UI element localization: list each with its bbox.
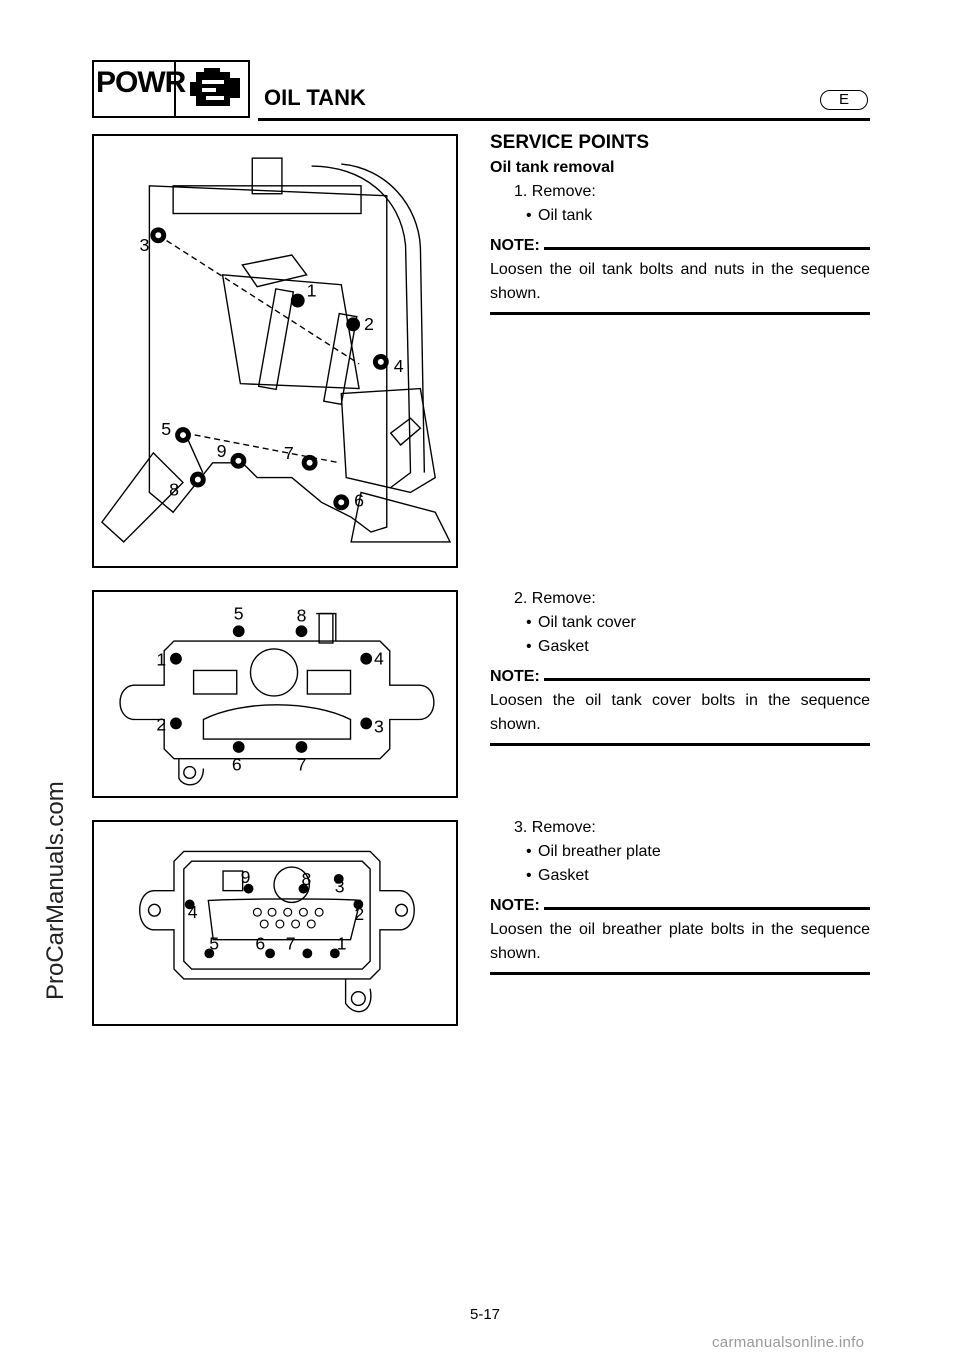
sub-heading: Oil tank removal bbox=[490, 159, 615, 176]
note-rule bbox=[543, 677, 870, 681]
note-end-rule bbox=[490, 312, 870, 315]
callout-8: 8 bbox=[297, 605, 307, 625]
callout-1: 1 bbox=[156, 650, 166, 670]
note-header: NOTE: bbox=[490, 234, 870, 258]
step-label: 2. Remove: bbox=[514, 590, 596, 607]
side-watermark: ProCarManuals.com bbox=[42, 781, 69, 1000]
section-heading: SERVICE POINTS bbox=[490, 132, 650, 153]
callout-4: 4 bbox=[188, 902, 198, 922]
note-header: NOTE: bbox=[490, 894, 870, 918]
bottom-watermark: carmanualsonline.info bbox=[712, 1334, 865, 1351]
note-header: NOTE: bbox=[490, 665, 870, 689]
note-end-rule bbox=[490, 972, 870, 975]
engine-icon bbox=[186, 66, 244, 112]
callout-9: 9 bbox=[217, 441, 227, 461]
callout-1: 1 bbox=[337, 933, 347, 953]
step-label: 3. Remove: bbox=[514, 819, 596, 836]
note-rule bbox=[543, 246, 870, 250]
callout-5: 5 bbox=[161, 419, 171, 439]
callout-4: 4 bbox=[394, 356, 404, 376]
list-item: Oil breather plate bbox=[490, 840, 870, 864]
figure-oil-breather-plate: 1 2 3 4 5 6 7 8 9 bbox=[92, 820, 458, 1026]
note-label: NOTE: bbox=[490, 237, 540, 254]
callout-8: 8 bbox=[301, 869, 311, 889]
header-rule bbox=[258, 118, 870, 121]
callout-7: 7 bbox=[284, 443, 294, 463]
callout-6: 6 bbox=[354, 490, 364, 510]
callout-5: 5 bbox=[234, 603, 244, 623]
oil-tank-illustration: 1 2 3 4 5 6 7 8 9 bbox=[100, 157, 452, 543]
page-number: 5-17 bbox=[469, 1306, 501, 1323]
note-rule bbox=[543, 906, 870, 910]
callout-3: 3 bbox=[374, 716, 384, 736]
note-label: NOTE: bbox=[490, 897, 540, 914]
callout-1: 1 bbox=[307, 281, 317, 301]
callout-3: 3 bbox=[139, 235, 149, 255]
callout-5: 5 bbox=[209, 933, 219, 953]
callout-4: 4 bbox=[374, 649, 384, 669]
note-text: Loosen the oil tank cover bolts in the s… bbox=[490, 692, 870, 733]
step-2-block: 2. Remove: Oil tank cover Gasket NOTE: L… bbox=[490, 587, 870, 746]
list-item: Gasket bbox=[490, 864, 870, 888]
oil-tank-cover-illustration: 1 2 3 4 5 6 7 8 bbox=[119, 603, 435, 786]
section-badge bbox=[92, 60, 250, 118]
step-3-block: 3. Remove: Oil breather plate Gasket NOT… bbox=[490, 816, 870, 975]
callout-3: 3 bbox=[335, 877, 345, 897]
callout-6: 6 bbox=[232, 755, 242, 775]
oil-breather-plate-illustration: 1 2 3 4 5 6 7 8 9 bbox=[139, 850, 415, 1013]
language-badge: E bbox=[820, 90, 868, 110]
list-item: Gasket bbox=[490, 635, 870, 659]
list-item: Oil tank cover bbox=[490, 611, 870, 635]
note-label: NOTE: bbox=[490, 668, 540, 685]
figure-oil-tank: 1 2 3 4 5 6 7 8 9 bbox=[92, 134, 458, 568]
note-text: Loosen the oil breather plate bolts in t… bbox=[490, 921, 870, 962]
list-item: Oil tank bbox=[490, 204, 870, 228]
callout-9: 9 bbox=[241, 867, 251, 887]
page-title: OIL TANK bbox=[264, 85, 366, 110]
callout-7: 7 bbox=[297, 755, 307, 775]
section-code: POWR bbox=[96, 66, 186, 99]
step-label: 1. Remove: bbox=[514, 183, 596, 200]
callout-2: 2 bbox=[354, 904, 364, 924]
callout-7: 7 bbox=[286, 933, 296, 953]
callout-2: 2 bbox=[156, 714, 166, 734]
callout-8: 8 bbox=[169, 479, 179, 499]
note-end-rule bbox=[490, 743, 870, 746]
section-badge-divider bbox=[174, 60, 176, 118]
step-1-block: SERVICE POINTS Oil tank removal 1. Remov… bbox=[490, 130, 870, 315]
figure-oil-tank-cover: 1 2 3 4 5 6 7 8 bbox=[92, 590, 458, 798]
callout-2: 2 bbox=[364, 314, 374, 334]
callout-6: 6 bbox=[255, 933, 265, 953]
note-text: Loosen the oil tank bolts and nuts in th… bbox=[490, 261, 870, 302]
